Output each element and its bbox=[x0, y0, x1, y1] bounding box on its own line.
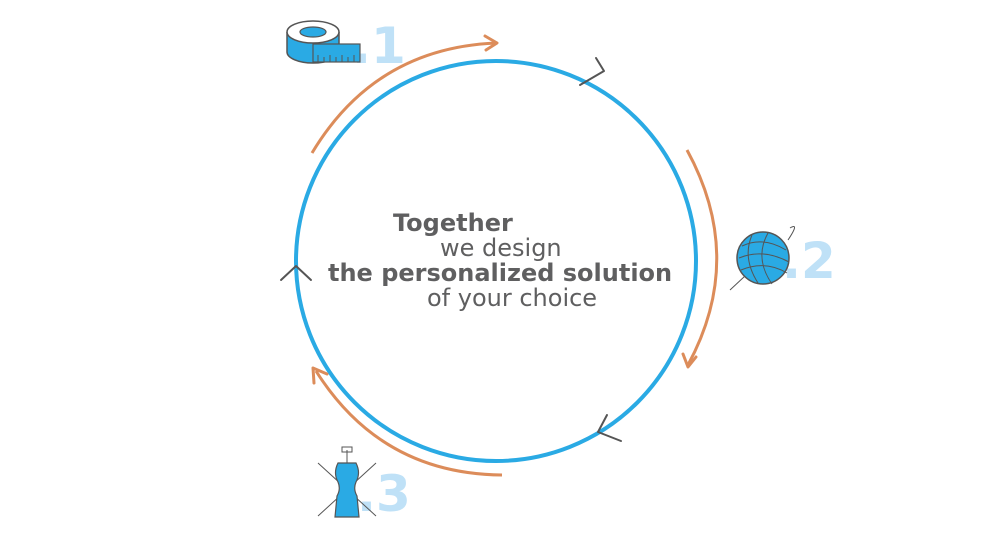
chevron-left-icon bbox=[597, 414, 622, 442]
yarn-ball-icon bbox=[729, 226, 795, 291]
arrow-1-to-2 bbox=[310, 34, 499, 154]
arrow-3-to-1 bbox=[311, 366, 503, 477]
center-line-1: Together bbox=[393, 209, 513, 237]
step-1: .1 bbox=[286, 17, 406, 75]
center-text: Together we design the personalized solu… bbox=[328, 209, 672, 312]
measuring-tape-icon bbox=[286, 20, 361, 64]
step-3-number: .3 bbox=[357, 465, 411, 523]
center-line-4: of your choice bbox=[427, 284, 597, 312]
step-1-number: .1 bbox=[352, 17, 406, 75]
center-line-3: the personalized solution bbox=[328, 259, 672, 287]
chevron-right-icon bbox=[579, 57, 605, 86]
step-3: .3 bbox=[317, 446, 411, 523]
cycle-circle bbox=[294, 59, 698, 463]
chevron-up-icon bbox=[280, 265, 312, 281]
arrow-2-to-3 bbox=[681, 149, 719, 369]
step-2: .2 bbox=[729, 226, 836, 291]
step-2-number: .2 bbox=[782, 232, 836, 290]
center-line-2: we design bbox=[440, 234, 562, 262]
dress-form-icon bbox=[317, 446, 377, 518]
